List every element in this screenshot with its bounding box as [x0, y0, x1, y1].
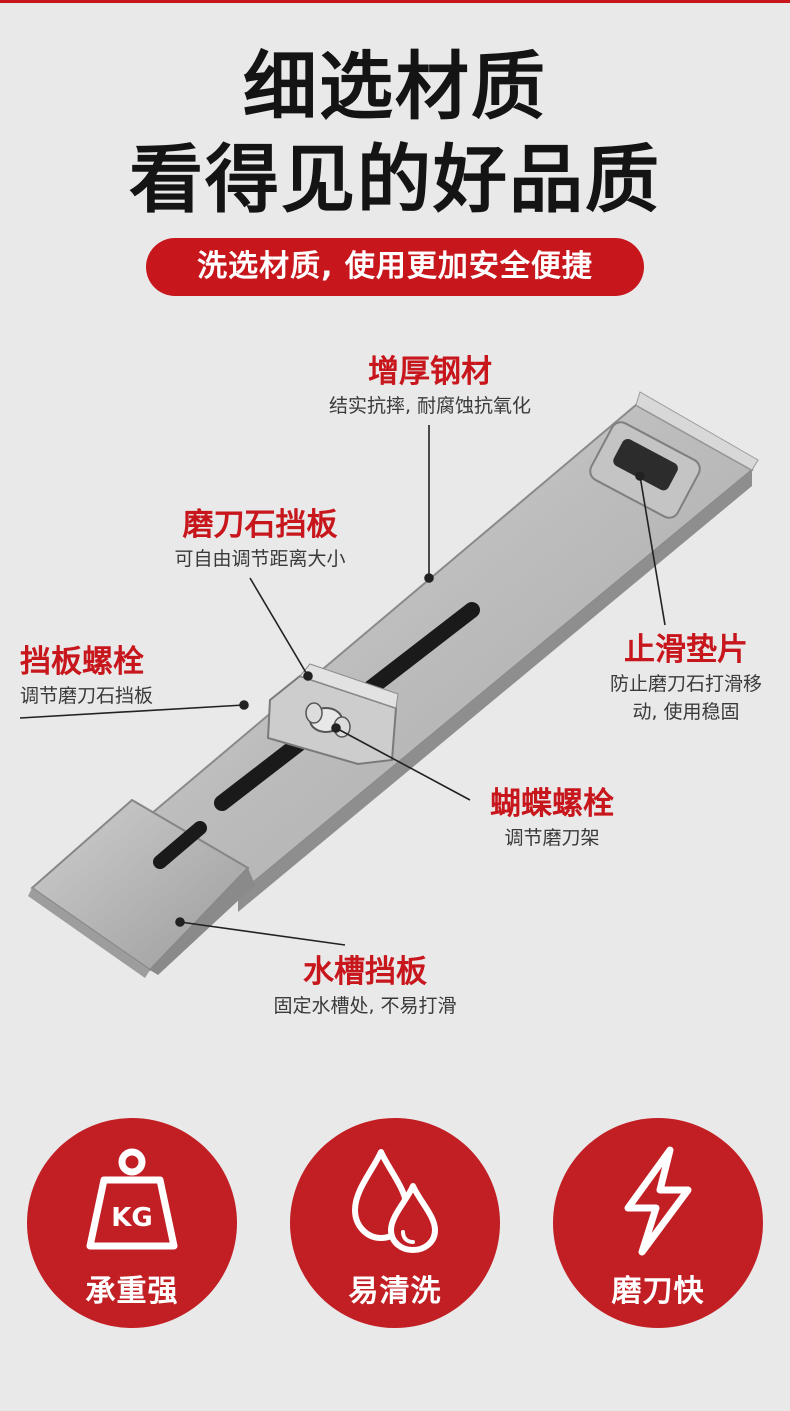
- feature-label: 承重强: [85, 1274, 179, 1309]
- callout-title: 水槽挡板: [303, 954, 427, 990]
- callout-title: 挡板螺栓: [20, 644, 144, 680]
- feature-fast-sharpening: 磨刀快: [553, 1118, 763, 1328]
- top-accent-line: [0, 0, 790, 3]
- callout-desc: 结实抗摔, 耐腐蚀抗氧化: [328, 395, 532, 417]
- callout-desc-line1: 防止磨刀石打滑移: [609, 673, 762, 695]
- subtitle-pill: 洗选材质, 使用更加安全便捷: [146, 238, 644, 296]
- sink-baffle-plate: [28, 798, 255, 978]
- knife-sharpener-rack-illustration: [19, 391, 759, 978]
- weight-kg-icon: KG: [86, 1148, 178, 1250]
- callout-title: 增厚钢材: [368, 354, 492, 390]
- feature-label: 磨刀快: [611, 1274, 705, 1309]
- anti-slip-pad: [589, 421, 701, 519]
- headline-line-1: 细选材质: [243, 44, 547, 130]
- feature-load-bearing: KG 承重强: [27, 1118, 237, 1328]
- callout-anti-slip: 止滑垫片 防止磨刀石打滑移 动, 使用稳固: [586, 630, 786, 726]
- callout-title: 蝴蝶螺栓: [490, 786, 614, 822]
- callout-sink-baffle: 水槽挡板 固定水槽处, 不易打滑: [225, 952, 505, 1020]
- callout-desc: 调节磨刀石挡板: [20, 685, 154, 707]
- steel-plate: [130, 391, 759, 912]
- callout-desc-line2: 动, 使用稳固: [632, 701, 740, 723]
- feature-easy-clean: 易清洗: [290, 1118, 500, 1328]
- callout-desc: 可自由调节距离大小: [174, 548, 346, 570]
- callout-thick-steel: 增厚钢材 结实抗摔, 耐腐蚀抗氧化: [290, 352, 570, 420]
- water-drops-icon: [352, 1149, 438, 1253]
- feature-label: 易清洗: [348, 1274, 442, 1309]
- callout-butterfly-bolt: 蝴蝶螺栓 调节磨刀架: [452, 784, 652, 852]
- headline-line-2: 看得见的好品质: [129, 137, 661, 223]
- callout-desc: 固定水槽处, 不易打滑: [273, 995, 457, 1017]
- callout-stone-baffle: 磨刀石挡板 可自由调节距离大小: [130, 505, 390, 573]
- callout-title: 磨刀石挡板: [182, 507, 338, 543]
- callout-baffle-bolt: 挡板螺栓 调节磨刀石挡板: [20, 642, 220, 710]
- lightning-icon: [624, 1146, 692, 1256]
- kg-text: KG: [111, 1203, 153, 1233]
- callout-desc: 调节磨刀架: [504, 827, 600, 849]
- callout-title: 止滑垫片: [624, 632, 748, 668]
- callout-leader-lines: [19, 425, 666, 946]
